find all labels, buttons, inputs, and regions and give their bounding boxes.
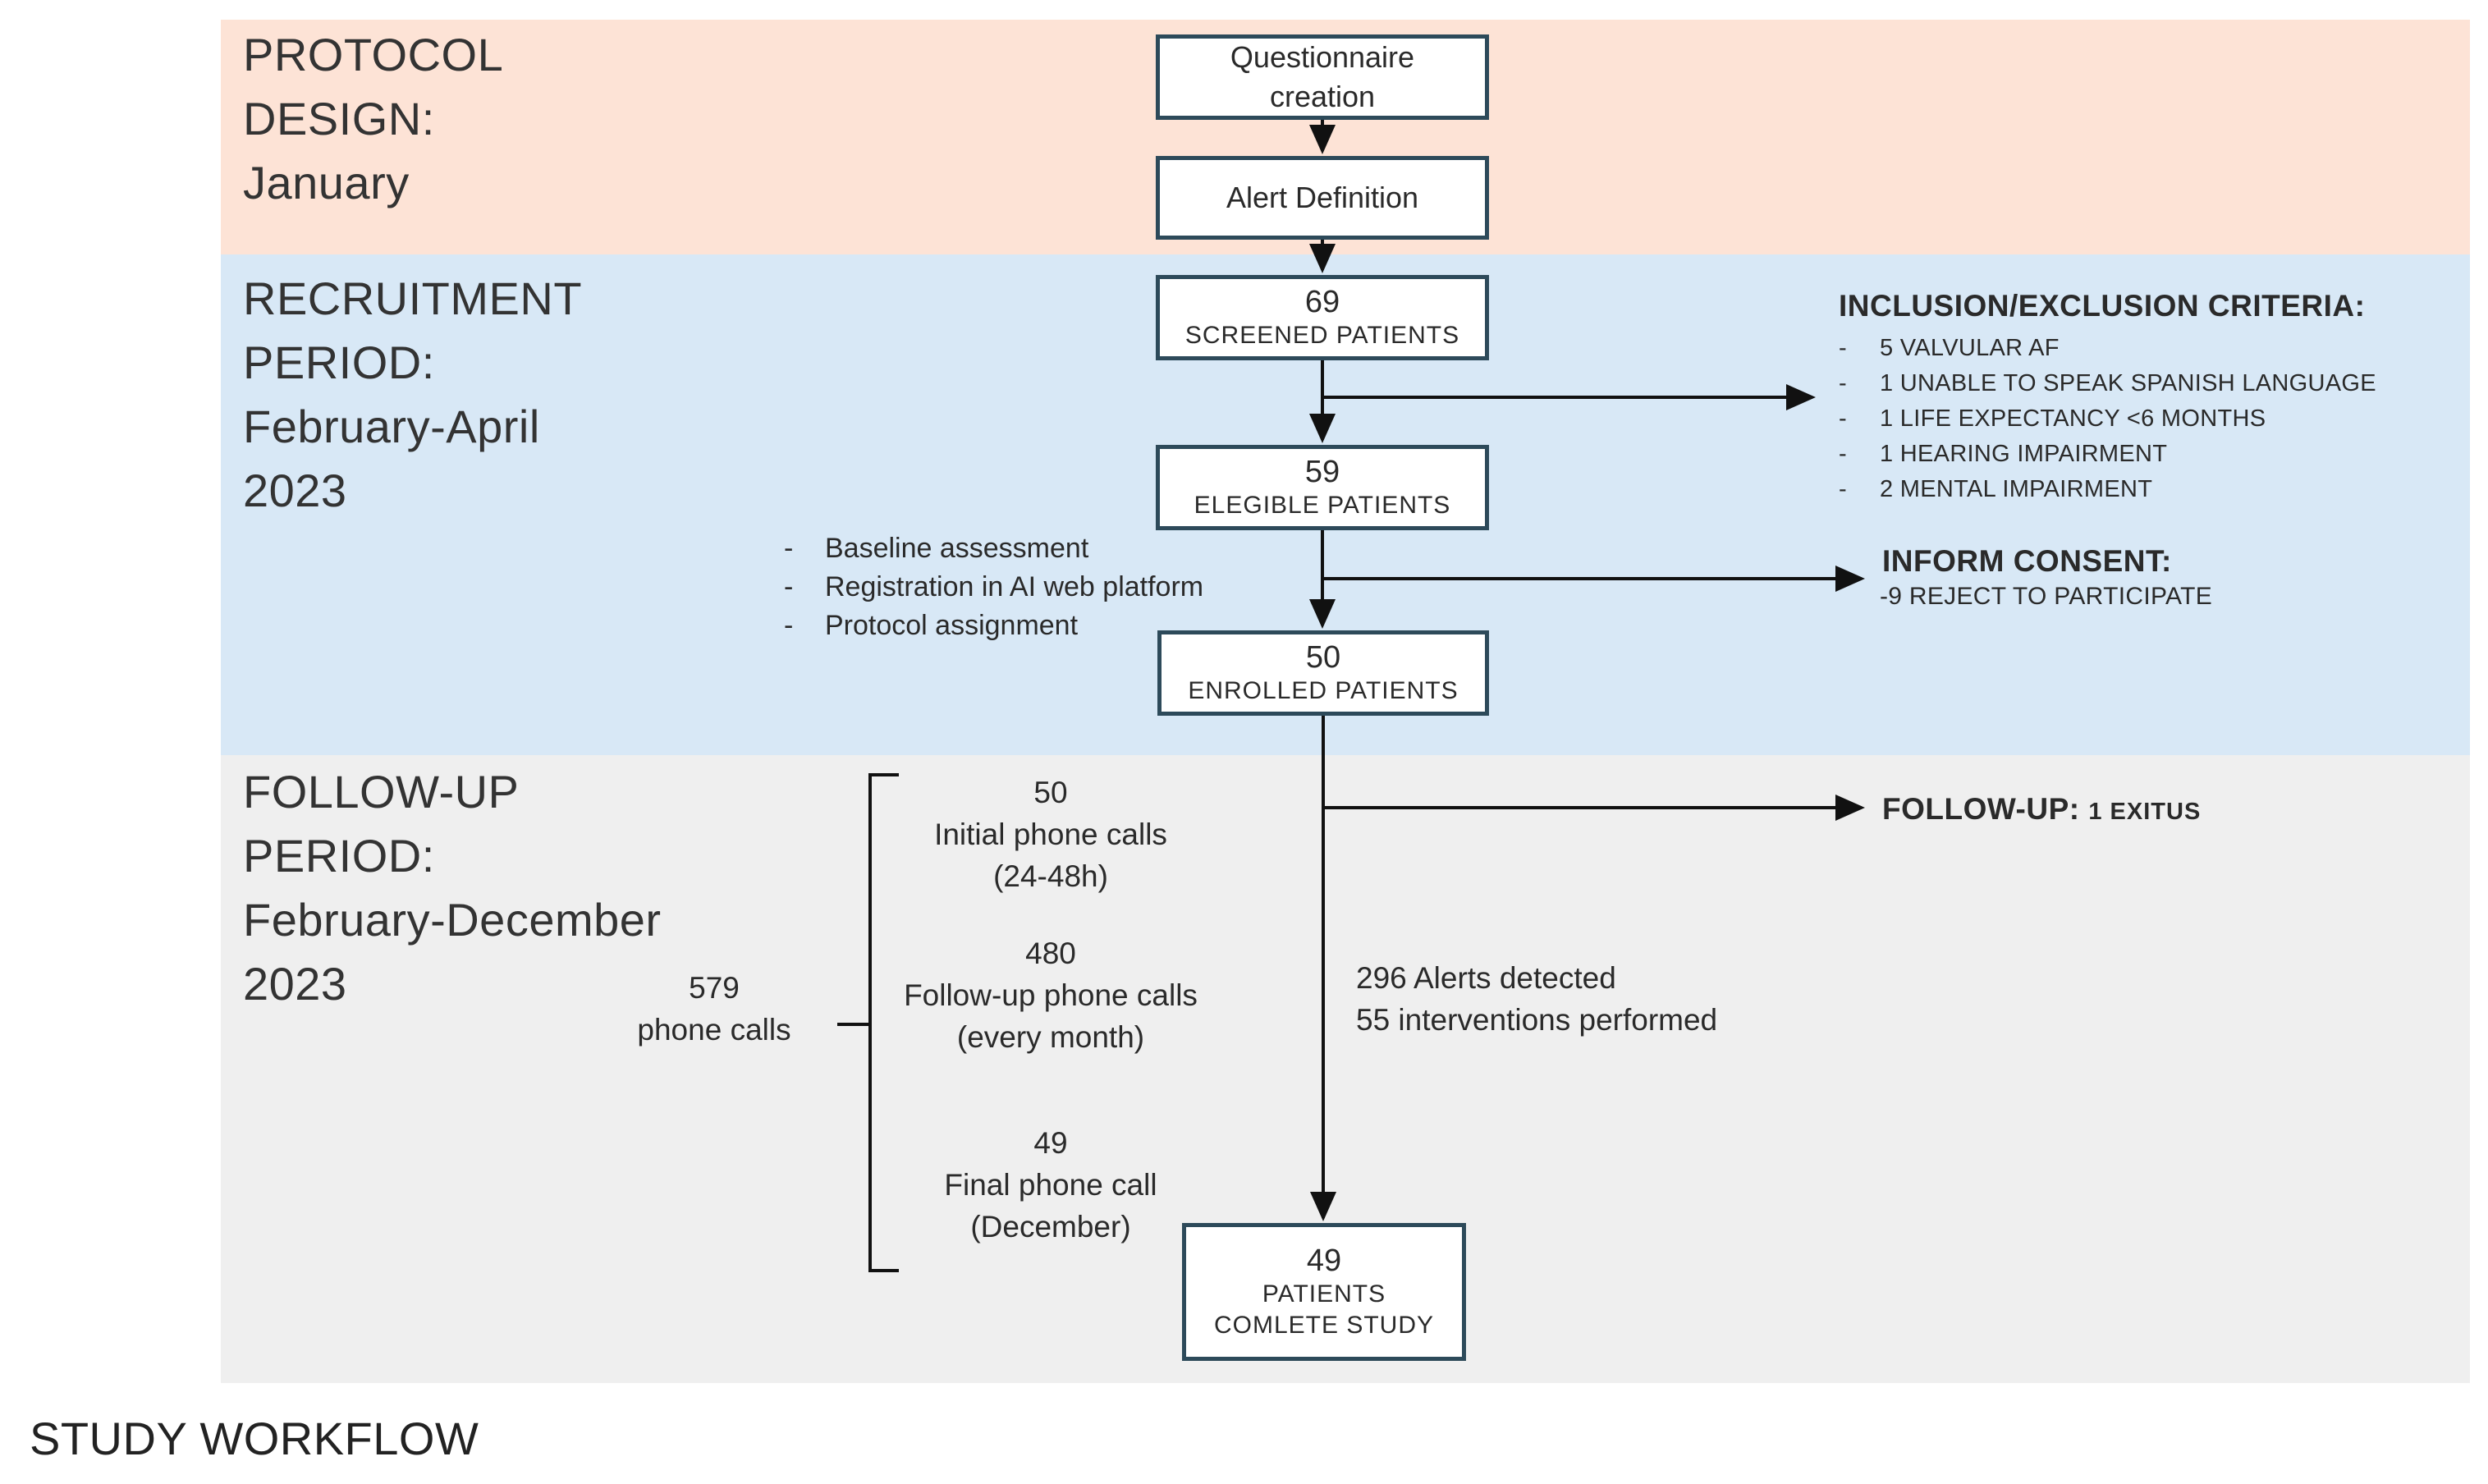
figure-caption: STUDY WORKFLOW [30,1413,479,1464]
alert-definition-box: Alert Definition [1156,156,1489,240]
eligible-patients-box: 59 ELEGIBLE PATIENTS [1156,445,1489,530]
phone-calls-brace [837,773,899,1272]
questionnaire-creation-box: Questionnaire creation [1156,34,1489,120]
initial-calls-count: 50 [1033,776,1068,809]
follow-up-note-detail: 1 EXITUS [2088,799,2202,825]
enrolled-patients-box: 50 ENROLLED PATIENTS [1157,630,1489,716]
final-call-count: 49 [1033,1126,1068,1160]
monthly-calls-label: Follow-up phone calls [904,978,1198,1012]
complete-label-line1: PATIENTS [1262,1280,1386,1308]
interventions-performed: 55 interventions performed [1356,1003,1718,1037]
eligible-count: 59 [1304,455,1340,489]
inform-consent-title: INFORM CONSENT: [1882,544,2172,578]
screened-patients-box: 69 SCREENED PATIENTS [1156,275,1489,360]
final-call-timing: (December) [970,1210,1131,1244]
final-call-label: Final phone call [944,1168,1157,1202]
complete-label-line2: COMLETE STUDY [1213,1312,1435,1339]
follow-up-phone-calls: 480 Follow-up phone calls (every month) [854,932,1248,1058]
baseline-step: Registration in AI web platform [784,568,1203,607]
monthly-calls-timing: (every month) [956,1020,1145,1054]
screened-count: 69 [1304,285,1340,319]
baseline-step: Protocol assignment [784,607,1203,645]
initial-calls-label: Initial phone calls [934,818,1167,851]
enrolled-label: ENROLLED PATIENTS [1188,677,1459,704]
alerts-summary: 296 Alerts detected 55 interventions per… [1356,957,1717,1041]
criteria-item: 5 VALVULAR AF [1839,331,2376,366]
criteria-item: 1 HEARING IMPAIRMENT [1839,437,2376,472]
follow-up-note-title: FOLLOW-UP: [1882,792,2080,826]
alerts-detected: 296 Alerts detected [1356,961,1616,995]
total-calls-count: 579 [689,971,740,1005]
questionnaire-creation-text: Questionnaire creation [1230,40,1415,113]
criteria-item: 2 MENTAL IMPAIRMENT [1839,472,2376,507]
protocol-design-label: PROTOCOL DESIGN: January [243,29,504,208]
eligible-label: ELEGIBLE PATIENTS [1194,492,1451,519]
screened-label: SCREENED PATIENTS [1184,322,1460,349]
total-phone-calls: 579 phone calls [607,967,821,1051]
initial-phone-calls: 50 Initial phone calls (24-48h) [854,772,1248,897]
baseline-steps-list: Baseline assessment Registration in AI w… [784,529,1203,645]
inform-consent-detail: -9 REJECT TO PARTICIPATE [1880,583,2213,610]
initial-calls-timing: (24-48h) [993,859,1108,893]
criteria-list: 5 VALVULAR AF 1 UNABLE TO SPEAK SPANISH … [1839,331,2376,507]
follow-up-note: FOLLOW-UP: 1 EXITUS [1882,792,2201,827]
criteria-item: 1 LIFE EXPECTANCY <6 MONTHS [1839,401,2376,437]
criteria-title: INCLUSION/EXCLUSION CRITERIA: [1839,289,2366,323]
total-calls-label: phone calls [637,1013,791,1047]
alert-definition-text: Alert Definition [1226,181,1419,214]
baseline-step: Baseline assessment [784,529,1203,568]
follow-up-period-label: FOLLOW-UP PERIOD: February-December 2023 [243,766,662,1010]
recruitment-period-label: RECRUITMENT PERIOD: February-April 2023 [243,273,583,516]
complete-count: 49 [1306,1244,1342,1278]
criteria-item: 1 UNABLE TO SPEAK SPANISH LANGUAGE [1839,366,2376,401]
patients-complete-study-box: 49 PATIENTS COMLETE STUDY [1182,1223,1466,1361]
monthly-calls-count: 480 [1025,937,1076,970]
enrolled-count: 50 [1305,640,1341,675]
final-phone-call: 49 Final phone call (December) [854,1122,1248,1248]
